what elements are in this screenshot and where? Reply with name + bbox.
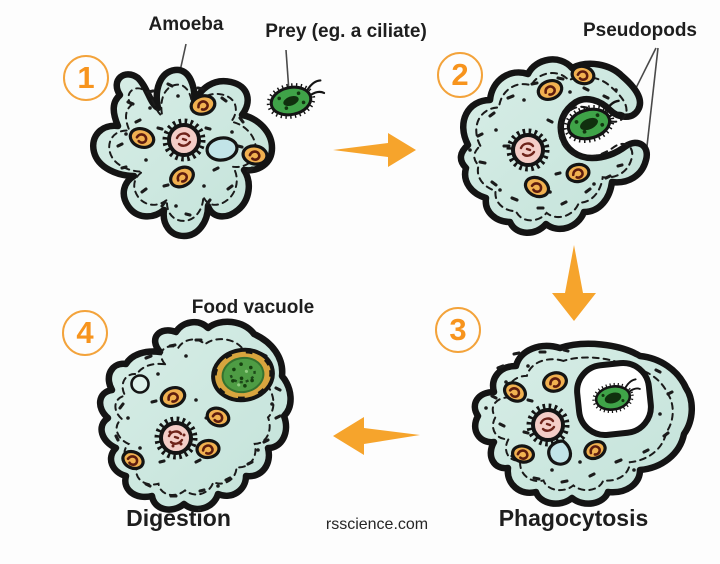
step1-to-step2-arrow-icon [333,133,416,167]
step3-number-badge: 3 [435,307,481,353]
amoeba-step3-illustration [471,340,695,507]
organelle-icon [121,449,145,471]
nucleus-icon [526,403,570,447]
organelle-icon [169,165,195,189]
nucleus-icon [154,416,198,460]
organelle-icon [195,438,221,460]
amoeba-step2-illustration [457,56,651,236]
organelle-icon [189,94,217,116]
prey-label: Prey (eg. a ciliate) [265,21,427,42]
pseudopod-leader-line-lower [645,47,659,156]
cell-membrane [457,56,651,236]
watermark-text: rsscience.com [325,516,429,533]
amoeba-step1-illustration [89,66,276,240]
cell-membrane [97,318,294,513]
organelle-icon [502,381,528,403]
cytoplasm-dots [126,354,274,488]
organelle-icon [241,144,269,166]
food-vacuole-illustration [211,347,275,403]
nucleus-icon [162,118,206,162]
digestion-caption: Digestion [126,505,231,531]
amoeba-label: Amoeba [148,14,224,35]
engulfed-prey-ciliate-icon [563,99,625,143]
amoeba-step4-illustration [97,318,294,513]
organelle-icon [510,444,536,464]
organelle-icon [542,371,568,393]
step4-number-badge: 4 [62,310,108,356]
small-vacuole-icon [130,374,150,394]
organelle-icon [523,175,551,199]
organelle-icon [565,162,591,184]
organelle-icon [583,439,607,461]
inner-membrane-dashes [473,72,634,222]
contractile-vacuole-icon [205,136,239,162]
step2-to-step3-arrow-icon [552,245,596,321]
cytoplasm-specks [116,82,254,217]
inner-membrane-dashes [114,338,275,497]
organelle-icon [205,406,231,428]
step2-number-badge: 2 [437,52,483,98]
step1-number-badge: 1 [63,55,109,101]
prey-ciliate-icon [266,79,326,119]
phagocytosis-caption: Phagocytosis [498,505,649,531]
captured-prey-ciliate-icon [592,378,641,414]
organelle-icon [128,126,156,150]
contractile-vacuole-icon [547,439,573,466]
step3-to-step4-arrow-icon [333,417,420,455]
organelle-icon [570,64,596,86]
prey-leader-line [285,49,290,93]
organelle-icon [536,78,564,102]
food-vacuole-label: Food vacuole [191,297,315,318]
pseudopods-label: Pseudopods [582,20,697,41]
cytoplasm-specks [476,76,624,210]
organelle-icon [159,385,187,409]
cytoplasm-dots [484,364,662,472]
nucleus-icon [506,128,550,172]
